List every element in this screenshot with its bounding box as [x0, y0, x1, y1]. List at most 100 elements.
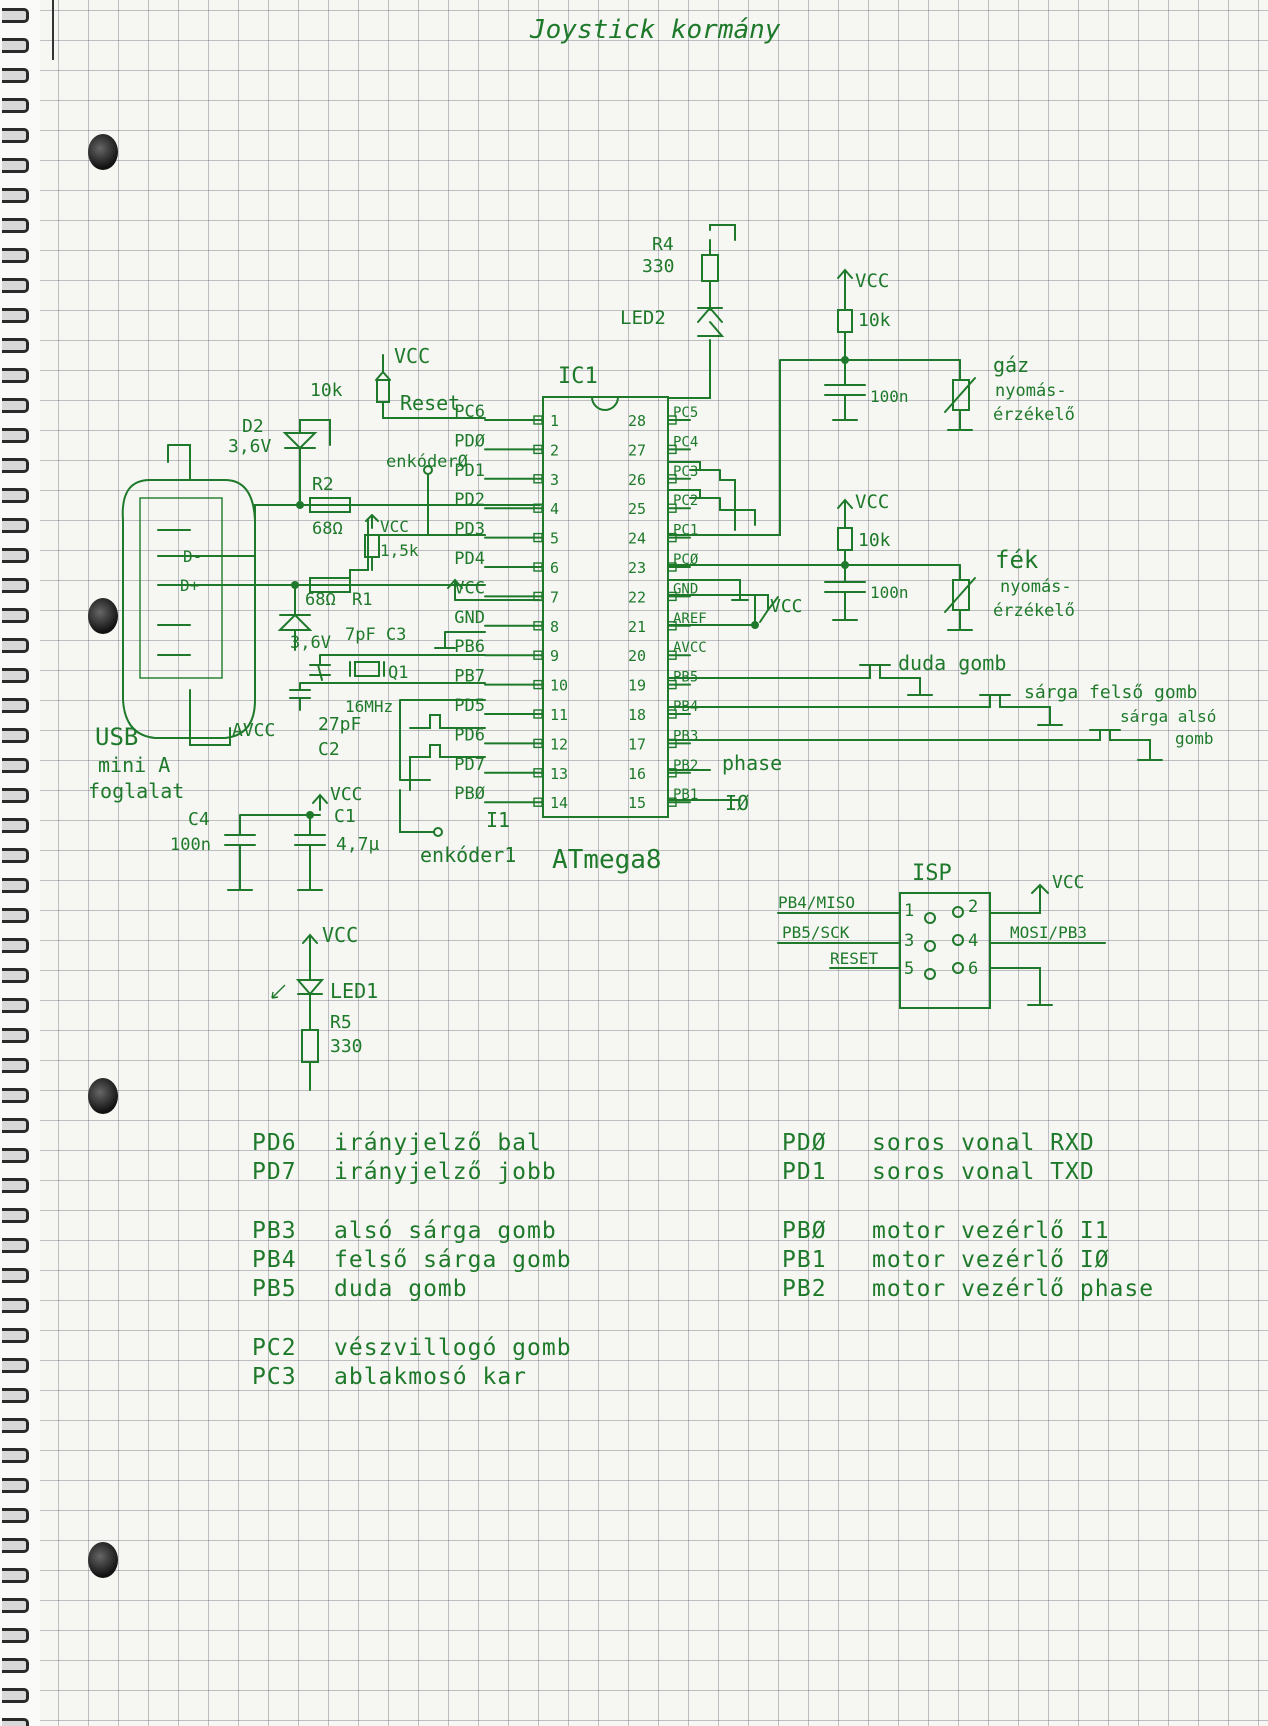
- reset-vcc-label: VCC: [394, 344, 430, 368]
- d2-value: 3,6V: [228, 436, 272, 457]
- spiral-loop: [2, 1268, 29, 1283]
- ic-pin-number: 25: [628, 500, 646, 518]
- pin-note-pin: PD6: [252, 1130, 297, 1156]
- spiral-loop: [2, 818, 29, 833]
- c1-ref: C1: [334, 806, 356, 827]
- ic-pin-marker: [667, 709, 677, 719]
- reset-circuit: VCC 10k Reset: [310, 344, 486, 419]
- yellow-top-label: sárga felső gomb: [1024, 682, 1197, 703]
- spiral-loop: [2, 68, 29, 83]
- spiral-loop: [2, 1178, 29, 1193]
- ic-pin-marker: [667, 532, 677, 543]
- ic-pin-number: 13: [550, 765, 568, 783]
- punch-hole: [88, 598, 118, 634]
- spiral-loop: [2, 1718, 29, 1726]
- ic-pin-name: PDØ: [454, 431, 485, 451]
- punch-hole: [88, 1078, 118, 1114]
- r4-ref: R4: [652, 234, 674, 255]
- ic-pin-number: 21: [628, 618, 646, 636]
- spiral-loop: [2, 188, 29, 203]
- c4-value: 100n: [170, 835, 211, 855]
- ic-pin-marker: [667, 444, 677, 455]
- gas-vcc-label: VCC: [855, 270, 889, 292]
- pin-note-pin: PC2: [252, 1335, 297, 1361]
- led1-ref: LED1: [330, 979, 378, 1003]
- led2-circuit: R4 330 LED2: [620, 224, 736, 399]
- ic-pin-name: GND: [673, 581, 698, 597]
- usb-label-2: mini A: [98, 753, 170, 777]
- isp-pin-1: 1: [904, 901, 914, 921]
- spiral-loop: [2, 1448, 29, 1463]
- pullup-value: 1,5k: [380, 541, 419, 560]
- led2-ref: LED2: [620, 307, 666, 329]
- ic-pin-name: PD2: [454, 490, 485, 510]
- ic-pin-number: 9: [550, 647, 559, 665]
- brake-sensor-circuit: VCC 10k 100n fék nyomás- érzékelő: [667, 491, 1075, 631]
- spiral-loop: [2, 428, 29, 443]
- usb-dplus-label: D+: [180, 576, 199, 595]
- ic-pin-marker: [667, 591, 677, 602]
- ic-pin-marker: [667, 415, 677, 425]
- spiral-loop: [2, 128, 29, 143]
- pin-note-description: soros vonal TXD: [872, 1159, 1095, 1185]
- aref-vcc-label: VCC: [770, 596, 803, 617]
- ic-pin-number: 6: [550, 559, 559, 577]
- gas-label-1: gáz: [993, 353, 1029, 377]
- ic-pin-marker: [533, 679, 543, 690]
- brake-cap-value: 100n: [870, 583, 909, 602]
- ic-pin-marker: [533, 532, 543, 543]
- gas-resistor-value: 10k: [858, 310, 891, 331]
- ic-pin-number: 1: [550, 412, 559, 430]
- c3-label: 7pF C3: [345, 625, 406, 645]
- ic-pin-number: 2: [550, 441, 559, 459]
- spiral-loop: [2, 668, 29, 683]
- isp-miso-label: PB4/MISO: [778, 893, 855, 912]
- ic-pin-name: PB6: [454, 637, 485, 657]
- usb-avcc-label: AVCC: [232, 720, 275, 741]
- phase-label: phase: [722, 751, 782, 775]
- ic-pin-marker: [667, 650, 677, 660]
- decoupling-caps: VCC C4 100n C1 4,7µ: [170, 784, 380, 891]
- spiral-binding: [0, 0, 40, 1726]
- ic-pin-number: 8: [550, 618, 559, 636]
- spiral-loop: [2, 38, 29, 53]
- spiral-loop: [2, 1388, 29, 1403]
- pin-note-description: alsó sárga gomb: [334, 1218, 557, 1244]
- spiral-loop: [2, 1418, 29, 1433]
- pin-note-pin: PB3: [252, 1218, 297, 1244]
- yellow-bottom-label-2: gomb: [1175, 729, 1214, 748]
- spiral-loop: [2, 488, 29, 503]
- pin-note-description: soros vonal RXD: [872, 1130, 1095, 1156]
- spiral-loop: [2, 938, 29, 953]
- ic-pin-number: 24: [628, 530, 646, 548]
- ic-pin-marker: [533, 738, 543, 749]
- isp-pin-5: 5: [904, 959, 914, 979]
- isp-pin-4: 4: [968, 931, 978, 951]
- brake-vcc-label: VCC: [855, 491, 889, 513]
- ic-pin-marker: [667, 797, 677, 807]
- ic-pin-number: 26: [628, 471, 646, 489]
- spiral-loop: [2, 1118, 29, 1133]
- q1-value: 16MHz: [345, 697, 393, 716]
- spiral-loop: [2, 608, 29, 623]
- r5-value: 330: [330, 1036, 363, 1057]
- ic-pin-number: 28: [628, 412, 646, 430]
- spiral-loop: [2, 1328, 29, 1343]
- ic-pin-marker: [533, 444, 543, 455]
- spiral-loop: [2, 998, 29, 1013]
- ic-pin-marker: [667, 474, 677, 484]
- pin-note-description: ablakmosó kar: [334, 1364, 528, 1390]
- ic-pin-marker: [533, 415, 543, 425]
- ic-pin-name: PC1: [673, 523, 698, 539]
- spiral-loop: [2, 1028, 29, 1043]
- spiral-loop: [2, 278, 29, 293]
- punch-hole: [88, 1542, 118, 1578]
- led1-vcc-label: VCC: [322, 923, 358, 947]
- isp-connector: ISP 1 2 3 4 5 6 PB4/MISO PB5/SCK RESET M…: [777, 861, 1106, 1009]
- pin-note-description: motor vezérlő I1: [872, 1218, 1110, 1244]
- ic-pin-name: PD4: [454, 549, 485, 569]
- c4-ref: C4: [188, 809, 210, 830]
- spiral-loop: [2, 548, 29, 563]
- ic1-atmega8: IC1 ATmega8 1PC62PDØ3PD14PD25PD36PD47VCC…: [454, 364, 706, 875]
- ic-pin-number: 19: [628, 677, 646, 695]
